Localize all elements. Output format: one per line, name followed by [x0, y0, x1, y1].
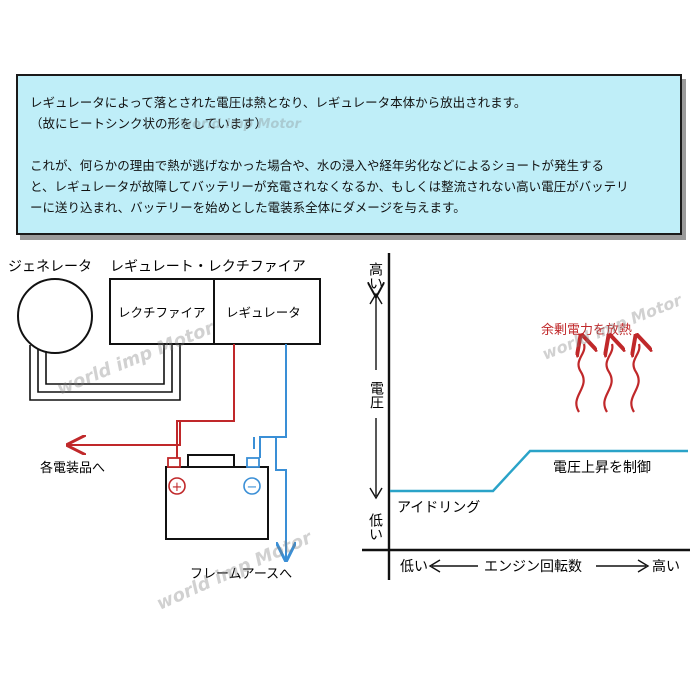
- y-down-arrowhead: [369, 487, 383, 500]
- generator-label: ジェネレータ: [8, 259, 92, 275]
- battery-cap: [187, 454, 235, 468]
- y-mid-label: 電圧: [368, 381, 384, 409]
- info-line-5: ーに送り込まれ、バッテリーを始めとした電装系全体にダメージを与えます。: [30, 200, 466, 215]
- x-low-label: 低い: [400, 559, 428, 575]
- watermark-4: world imp Motor: [180, 117, 302, 132]
- info-line-2: （故にヒートシンク状の形をしています）: [30, 116, 268, 131]
- negative-terminal: [246, 457, 260, 468]
- heat-wave-3: [631, 344, 639, 413]
- to-accessories-label: 各電装品へ: [40, 460, 105, 476]
- y-up-arrowhead: [369, 292, 383, 305]
- generator-circle: [17, 278, 93, 354]
- negative-wire: [259, 344, 287, 458]
- x-high-label: 高い: [652, 558, 680, 575]
- regulated-label: 電圧上昇を制御: [553, 460, 651, 476]
- rectifier-label: レクチファイア: [118, 305, 206, 320]
- info-line-4: と、レギュレータが故障してバッテリーが充電されなくなるか、もしくは整流されない高…: [30, 179, 629, 194]
- y-high-label: 高い: [367, 261, 383, 290]
- plus-symbol: +: [172, 480, 183, 495]
- accessory-wire: [68, 421, 181, 445]
- info-box: レギュレータによって落とされた電圧は熱となり、レギュレータ本体から放出されます。…: [16, 74, 682, 235]
- heat-wave-2: [604, 344, 612, 413]
- minus-circle: [243, 477, 261, 495]
- positive-wire: [176, 344, 235, 458]
- unit-label: レギュレート・レクチファイア: [110, 259, 306, 275]
- positive-terminal: [167, 457, 181, 468]
- info-line-1: レギュレータによって落とされた電圧は熱となり、レギュレータ本体から放出されます。: [30, 95, 527, 110]
- y-low-label: 低い: [367, 513, 383, 541]
- idle-label: アイドリング: [397, 500, 480, 516]
- x-right-arrowhead: [637, 559, 650, 573]
- x-left-arrowhead: [428, 559, 441, 573]
- heat-wave-1: [576, 344, 584, 413]
- x-mid-label: エンジン回転数: [484, 559, 582, 575]
- regulator-label: レギュレータ: [226, 305, 301, 320]
- info-line-3: これが、何らかの理由で熱が逃げなかった場合や、水の浸入や経年劣化などによるショー…: [30, 158, 605, 173]
- to-frame-ground-label: フレームアースへ: [190, 567, 292, 582]
- heat-waves: [576, 344, 639, 413]
- minus-symbol: −: [247, 480, 258, 495]
- plus-circle: [168, 477, 186, 495]
- voltage-curve: [390, 449, 688, 493]
- ground-wire: [275, 437, 286, 560]
- generator-wires: [29, 344, 181, 401]
